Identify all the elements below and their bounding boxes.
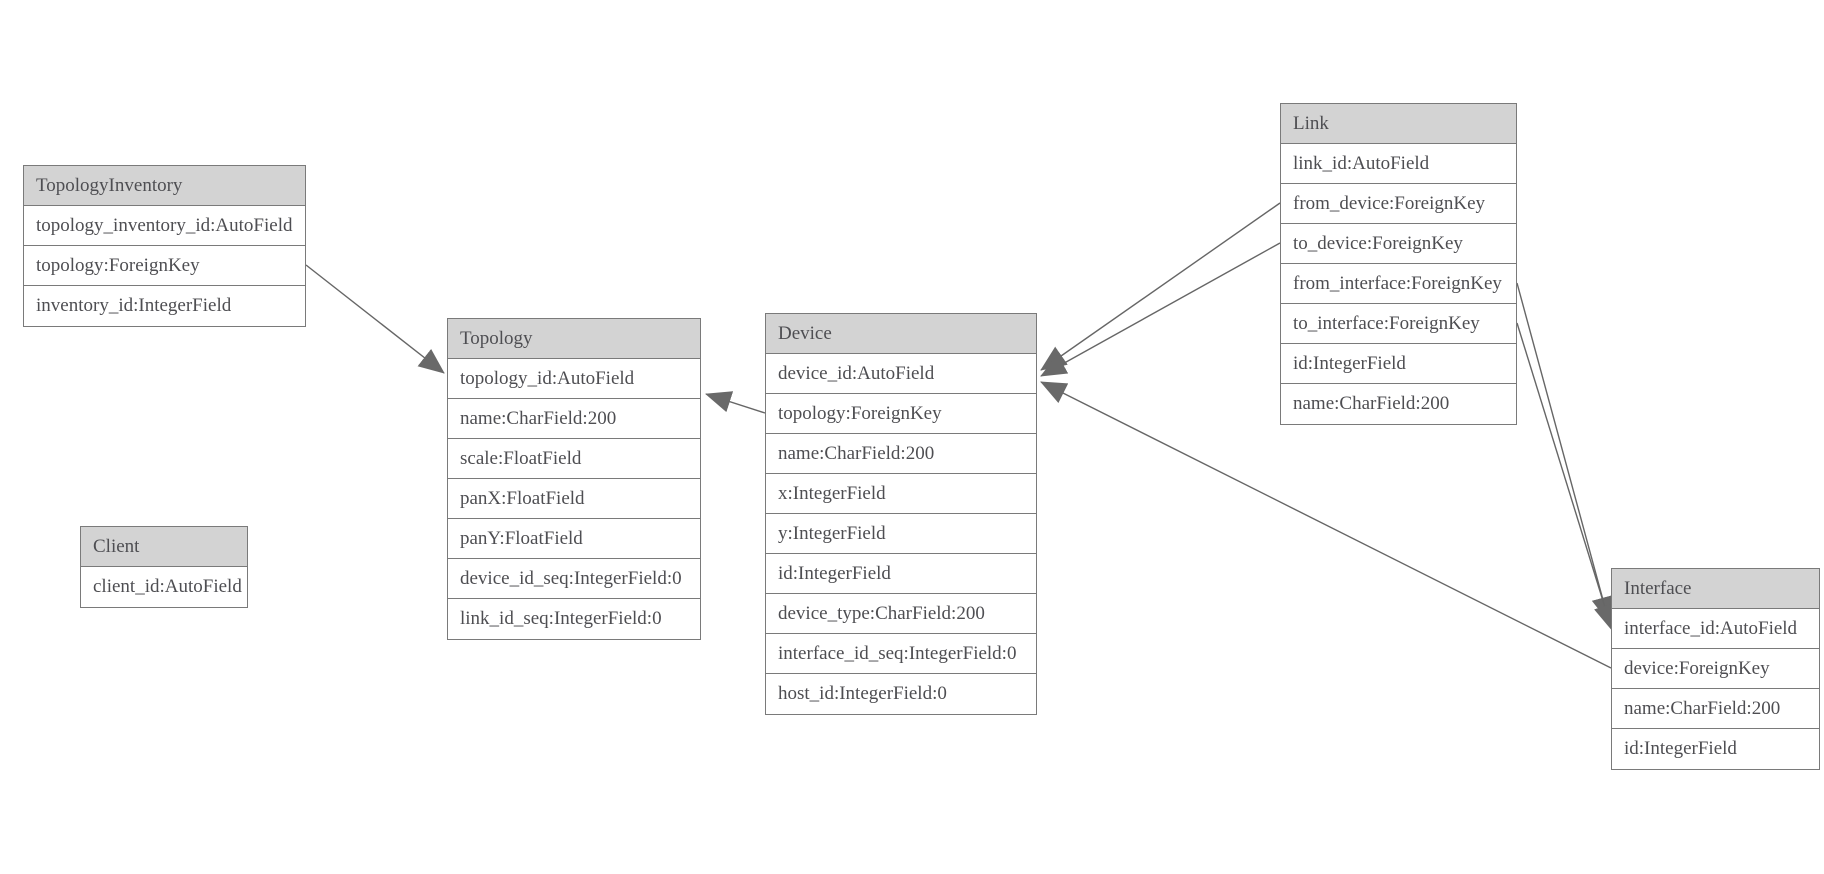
entity-topology-inventory: TopologyInventory topology_inventory_id:…: [23, 165, 306, 327]
field-row: topology:ForeignKey: [766, 394, 1036, 434]
field-row: name:CharField:200: [1281, 384, 1516, 424]
entity-topology-title: Topology: [448, 319, 700, 359]
field-row: device_type:CharField:200: [766, 594, 1036, 634]
entity-interface-title: Interface: [1612, 569, 1819, 609]
field-row: device:ForeignKey: [1612, 649, 1819, 689]
entity-topology: Topology topology_id:AutoField name:Char…: [447, 318, 701, 640]
field-row: interface_id_seq:IntegerField:0: [766, 634, 1036, 674]
field-row: topology:ForeignKey: [24, 246, 305, 286]
field-row: client_id:AutoField: [81, 567, 247, 607]
entity-link: Link link_id:AutoField from_device:Forei…: [1280, 103, 1517, 425]
field-row: interface_id:AutoField: [1612, 609, 1819, 649]
field-row: panY:FloatField: [448, 519, 700, 559]
field-row: id:IntegerField: [1281, 344, 1516, 384]
field-row: name:CharField:200: [1612, 689, 1819, 729]
edge-link-from-interface: [1516, 282, 1614, 623]
field-row: link_id_seq:IntegerField:0: [448, 599, 700, 639]
edge-link-to-interface: [1516, 322, 1616, 631]
edge-link-from-device: [1040, 202, 1281, 371]
field-row: device_id:AutoField: [766, 354, 1036, 394]
entity-topology-inventory-title: TopologyInventory: [24, 166, 305, 206]
field-row: name:CharField:200: [448, 399, 700, 439]
field-row: scale:FloatField: [448, 439, 700, 479]
edge-topologyinventory-topology: [305, 264, 445, 374]
edge-interface-device: [1040, 381, 1612, 669]
field-row: to_interface:ForeignKey: [1281, 304, 1516, 344]
field-row: name:CharField:200: [766, 434, 1036, 474]
field-row: y:IntegerField: [766, 514, 1036, 554]
field-row: from_device:ForeignKey: [1281, 184, 1516, 224]
edge-link-to-device: [1040, 242, 1281, 377]
entity-interface: Interface interface_id:AutoField device:…: [1611, 568, 1820, 770]
field-row: topology_id:AutoField: [448, 359, 700, 399]
field-row: id:IntegerField: [1612, 729, 1819, 769]
field-row: device_id_seq:IntegerField:0: [448, 559, 700, 599]
field-row: host_id:IntegerField:0: [766, 674, 1036, 714]
field-row: x:IntegerField: [766, 474, 1036, 514]
edge-device-topology: [705, 391, 766, 414]
field-row: from_interface:ForeignKey: [1281, 264, 1516, 304]
field-row: topology_inventory_id:AutoField: [24, 206, 305, 246]
field-row: id:IntegerField: [766, 554, 1036, 594]
entity-client: Client client_id:AutoField: [80, 526, 248, 608]
entity-device: Device device_id:AutoField topology:Fore…: [765, 313, 1037, 715]
entity-device-title: Device: [766, 314, 1036, 354]
field-row: link_id:AutoField: [1281, 144, 1516, 184]
field-row: inventory_id:IntegerField: [24, 286, 305, 326]
field-row: panX:FloatField: [448, 479, 700, 519]
entity-client-title: Client: [81, 527, 247, 567]
entity-link-title: Link: [1281, 104, 1516, 144]
field-row: to_device:ForeignKey: [1281, 224, 1516, 264]
